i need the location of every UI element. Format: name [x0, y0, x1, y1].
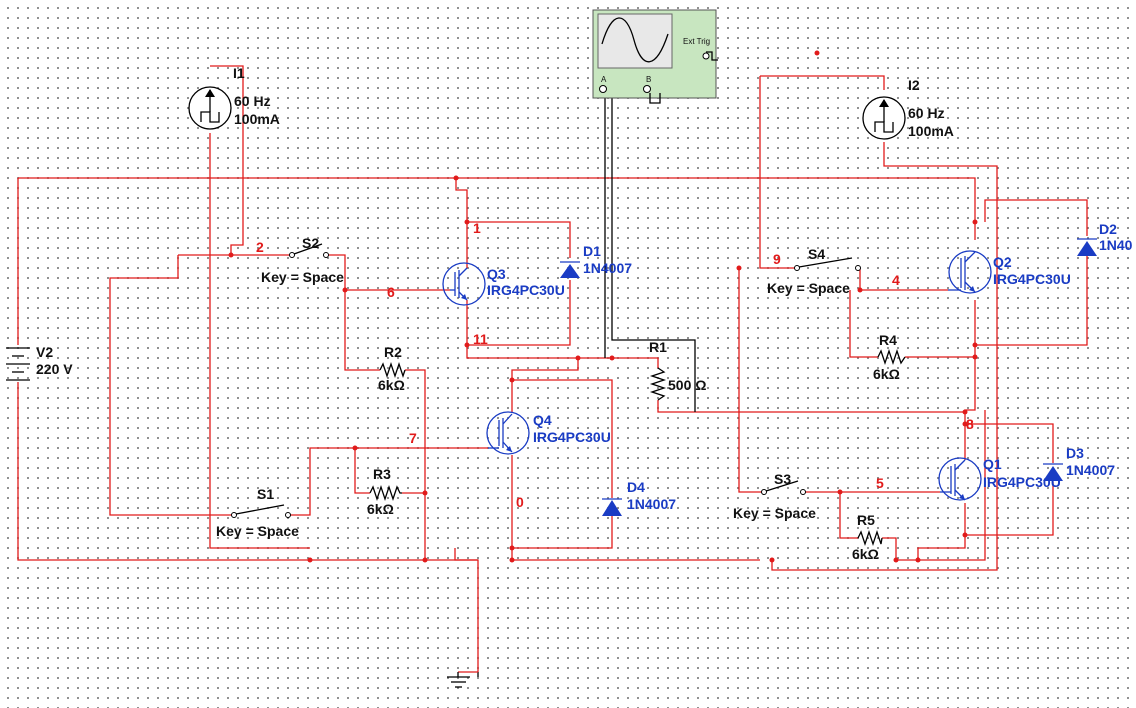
diode-d1[interactable]: D1 1N4007 [560, 243, 632, 278]
current-source-i2[interactable]: I2 60 Hz 100mA [862, 77, 954, 140]
diode-d3[interactable]: D3 1N4007 [1043, 445, 1115, 481]
channel-a-label: A [601, 75, 607, 84]
s2-ref: S2 [302, 235, 319, 251]
voltage-source-v2[interactable]: V2 220 V [6, 344, 73, 381]
r1-value: 500 Ω [668, 377, 706, 393]
d1-part: 1N4007 [583, 260, 632, 276]
resistor-r4[interactable]: R4 6kΩ [873, 332, 906, 382]
igbt-q2[interactable]: Q2 IRG4PC30U [948, 250, 1071, 294]
i1-amp: 100mA [234, 111, 280, 127]
i2-amp: 100mA [908, 123, 954, 139]
d4-ref: D4 [627, 479, 645, 495]
ground-icon [447, 671, 479, 688]
igbt-q4[interactable]: Q4 IRG4PC30U [486, 411, 611, 455]
wires [17, 65, 1088, 672]
igbt-q1[interactable]: Q1 IRG4PC30U [938, 456, 1061, 501]
r3-value: 6kΩ [367, 501, 394, 517]
i1-ref: I1 [233, 65, 245, 81]
net-8: 8 [966, 416, 974, 432]
ext-trig-label: Ext Trig [683, 37, 710, 46]
resistor-r1[interactable]: R1 500 Ω [649, 339, 706, 401]
q2-part: IRG4PC30U [993, 271, 1071, 287]
sine-wave-icon [601, 17, 669, 63]
net-5: 5 [876, 475, 884, 491]
d1-ref: D1 [583, 243, 601, 259]
d3-ref: D3 [1066, 445, 1084, 461]
q3-part: IRG4PC30U [487, 282, 565, 298]
d3-part: 1N4007 [1066, 462, 1115, 478]
d2-ref: D2 [1099, 221, 1117, 237]
net-0: 0 [516, 494, 524, 510]
net-2: 2 [256, 239, 264, 255]
r3-ref: R3 [373, 466, 391, 482]
diode-d4[interactable]: D4 1N4007 [602, 479, 676, 516]
v2-ref: V2 [36, 344, 53, 360]
s2-key: Key = Space [261, 269, 344, 285]
s1-ref: S1 [257, 486, 274, 502]
r5-value: 6kΩ [852, 546, 879, 562]
q1-ref: Q1 [983, 456, 1002, 472]
resistor-r3[interactable]: R3 6kΩ [367, 466, 402, 517]
oscilloscope[interactable]: Ext Trig A B [592, 9, 718, 104]
switch-s3[interactable]: S3 Key = Space [733, 471, 816, 521]
switch-s1[interactable]: S1 Key = Space [216, 486, 299, 539]
r2-ref: R2 [384, 344, 402, 360]
i1-freq: 60 Hz [234, 93, 271, 109]
diode-d2[interactable]: D2 1N40 [1077, 221, 1133, 256]
s4-ref: S4 [808, 246, 825, 262]
igbt-q3[interactable]: Q3 IRG4PC30U [442, 262, 565, 306]
net-labels: 1 2 6 11 7 0 9 4 8 5 [256, 220, 974, 510]
s3-key: Key = Space [733, 505, 816, 521]
resistor-r2[interactable]: R2 6kΩ [378, 344, 406, 393]
q2-ref: Q2 [993, 254, 1012, 270]
r4-ref: R4 [879, 332, 897, 348]
net-1: 1 [473, 220, 481, 236]
switch-s4[interactable]: S4 Key = Space [767, 246, 861, 296]
q4-part: IRG4PC30U [533, 429, 611, 445]
r1-ref: R1 [649, 339, 667, 355]
current-source-i1[interactable]: I1 60 Hz 100mA [188, 65, 280, 130]
q4-ref: Q4 [533, 412, 552, 428]
i2-freq: 60 Hz [908, 105, 945, 121]
net-4: 4 [892, 272, 900, 288]
switch-s2[interactable]: S2 Key = Space [261, 235, 344, 285]
s4-key: Key = Space [767, 280, 850, 296]
d4-part: 1N4007 [627, 496, 676, 512]
s3-ref: S3 [774, 471, 791, 487]
r4-value: 6kΩ [873, 366, 900, 382]
net-11: 11 [473, 331, 488, 347]
net-7: 7 [409, 430, 417, 446]
net-9: 9 [773, 251, 781, 267]
i2-ref: I2 [908, 77, 920, 93]
q3-ref: Q3 [487, 266, 506, 282]
r5-ref: R5 [857, 512, 875, 528]
q1-part: IRG4PC30U [983, 474, 1061, 490]
net-6: 6 [387, 284, 395, 300]
v2-value: 220 V [36, 361, 73, 377]
d2-part: 1N40 [1099, 237, 1133, 253]
channel-b-label: B [646, 75, 651, 84]
r2-value: 6kΩ [378, 377, 405, 393]
junctions [228, 50, 978, 563]
s1-key: Key = Space [216, 523, 299, 539]
resistor-r5[interactable]: R5 6kΩ [852, 512, 883, 562]
